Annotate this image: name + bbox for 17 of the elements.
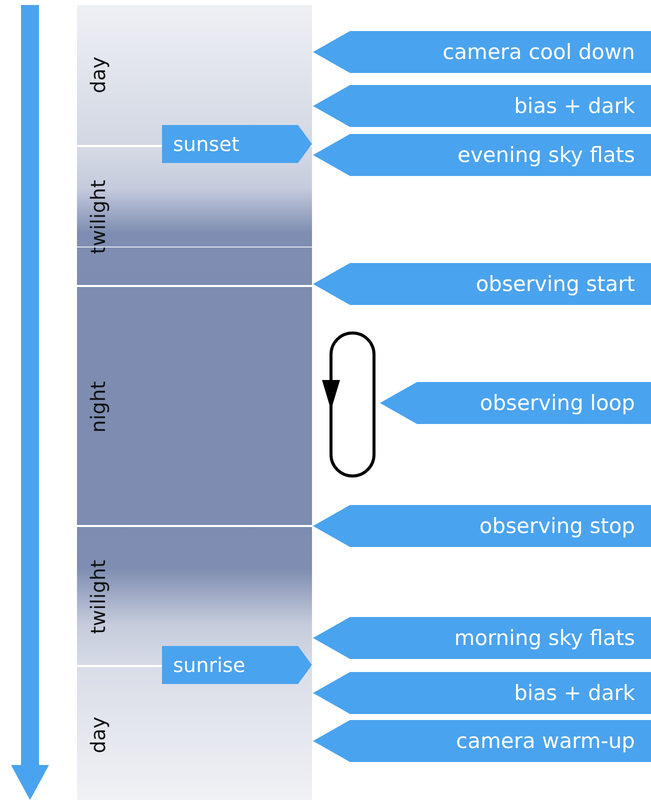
band-label: night [86,381,110,433]
band-label: day [86,56,110,94]
step-tag: bias + dark [313,85,651,127]
step-tag: observing stop [313,505,651,547]
step-tag: bias + dark [313,672,651,714]
time-band [77,285,312,525]
step-tag: evening sky flats [313,134,651,176]
step-tag: camera warm-up [313,720,651,762]
band-label: twilight [86,560,110,634]
step-tag: camera cool down [313,31,651,73]
event-tag: sunset [162,125,312,163]
event-tag: sunrise [162,646,312,684]
band-label: day [86,716,110,753]
step-tag: observing start [313,263,651,305]
band-label: twilight [86,180,110,254]
step-tag: morning sky flats [313,617,651,659]
step-tag: observing loop [380,382,651,424]
